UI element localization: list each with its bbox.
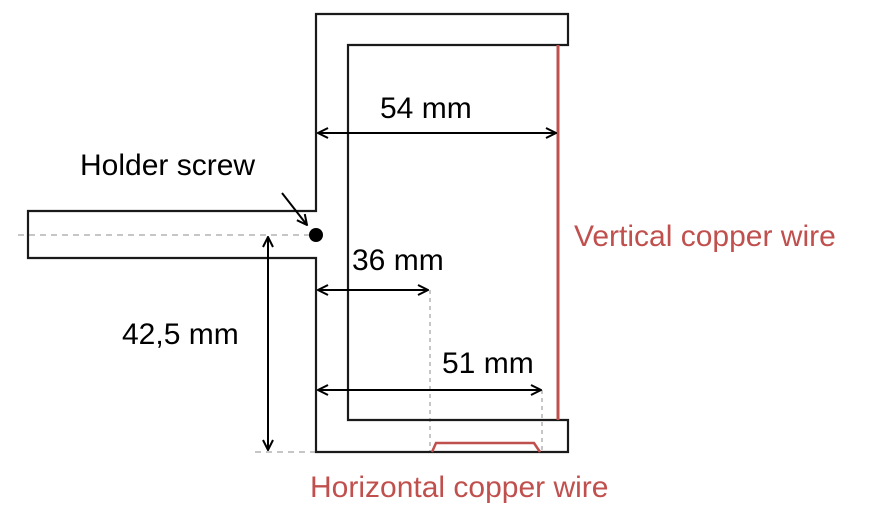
dim-36-label: 36 mm (352, 244, 444, 277)
holder-outline (26, 12, 570, 454)
holder-screw-label: Holder screw (80, 149, 255, 182)
dim-51-label: 51 mm (442, 347, 534, 380)
dim-54-label: 54 mm (380, 92, 472, 125)
holder-screw (309, 228, 323, 242)
horizontal-wire-label: Horizontal copper wire (310, 471, 608, 504)
horizontal-copper-wire (430, 441, 542, 453)
screw-leader-arrow (281, 192, 307, 225)
vertical-wire-label: Vertical copper wire (574, 220, 836, 253)
dim-42-5-label: 42,5 mm (122, 318, 239, 351)
